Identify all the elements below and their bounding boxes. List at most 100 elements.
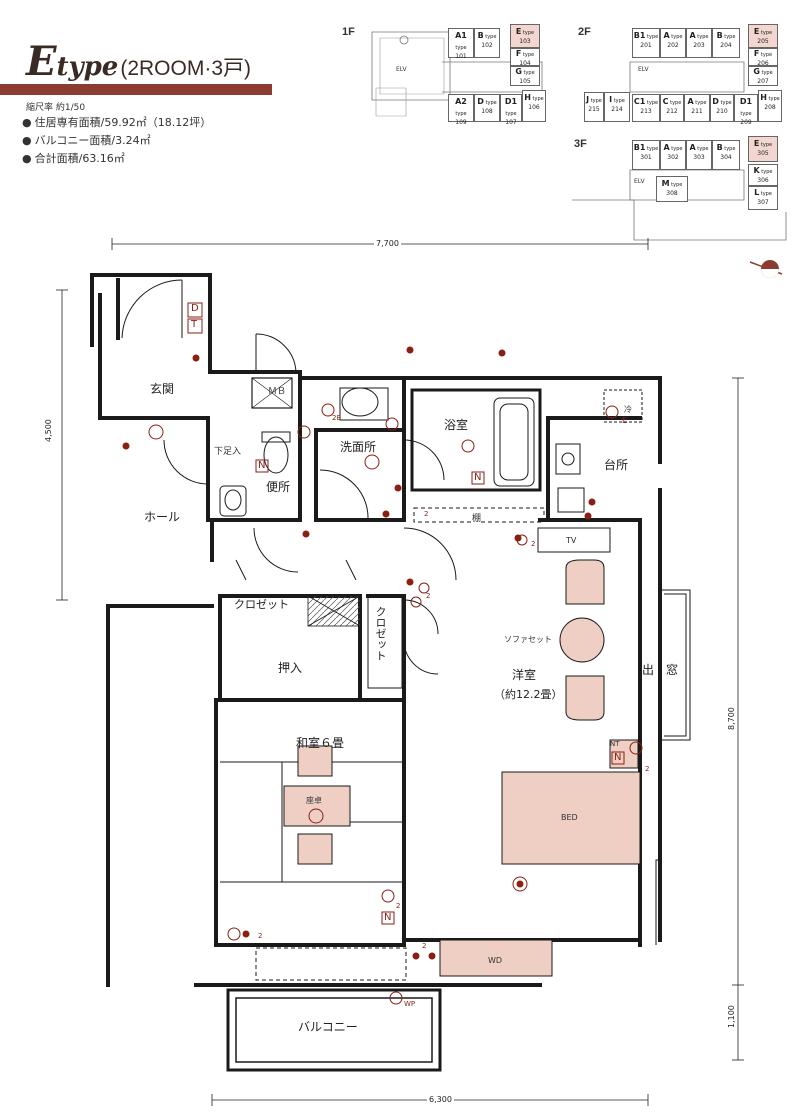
unit-number: 308 xyxy=(666,190,678,197)
unit-type: M type xyxy=(661,179,683,188)
unit-number: 213 xyxy=(640,108,652,115)
unit-number: 106 xyxy=(528,104,540,111)
unit-number: 107 xyxy=(505,119,517,126)
symbol-2: 2 xyxy=(645,765,650,773)
unit-type: G type xyxy=(753,67,773,76)
unit-type-suffix: type xyxy=(645,100,659,106)
unit-type: B type xyxy=(716,31,736,40)
room-oshiire: 押入 xyxy=(278,661,303,675)
scale-note: 縮尺率 約1/50 xyxy=(26,103,86,113)
unit-number: 205 xyxy=(757,38,769,45)
n-box-yoshitsu xyxy=(611,751,625,765)
unit-number: 305 xyxy=(757,150,769,157)
unit-type: C type xyxy=(662,97,682,106)
room-daidokoro: 台所 xyxy=(604,458,629,472)
unit-type-suffix: type xyxy=(612,98,625,104)
north-arrow-icon xyxy=(749,260,783,278)
title-suffix: (2ROOM·3戸) xyxy=(120,57,252,80)
unit-type-suffix: type xyxy=(740,111,752,117)
wd-label: WD xyxy=(488,956,503,965)
unit-type-suffix: type xyxy=(759,70,773,76)
room-genkan: 玄関 xyxy=(150,382,175,396)
unit-type-suffix: type xyxy=(669,182,683,188)
unit-type-suffix: type xyxy=(521,70,535,76)
area-living: ●住居専有面積/59.92㎡（18.12坪） xyxy=(22,114,211,130)
unit-type: A1 type xyxy=(455,31,467,51)
room-benjo: 便所 xyxy=(266,480,291,494)
shelf-outline xyxy=(413,507,545,523)
bay-window xyxy=(655,589,691,945)
unit-number: 105 xyxy=(519,78,531,85)
unit-type-suffix: type xyxy=(722,34,736,40)
symbol-2: 2 xyxy=(422,942,427,950)
furniture xyxy=(283,527,641,977)
tv-label: TV xyxy=(566,536,577,545)
bullet-icon: ● xyxy=(22,152,32,165)
symbol-n-bath: N xyxy=(474,472,482,483)
electrical-markers xyxy=(122,346,596,960)
unit-type-suffix: type xyxy=(718,100,732,106)
key-plan-3f-label: 3F xyxy=(574,138,587,150)
unit-type-suffix: type xyxy=(722,146,736,152)
unit-type-suffix: type xyxy=(530,96,544,102)
unit-type: A type xyxy=(663,31,683,40)
unit-cell-highlighted: E type 205 xyxy=(748,24,778,48)
unit-cell: G type 105 xyxy=(510,66,540,86)
unit-number: 109 xyxy=(455,119,467,126)
unit-cell: H type 208 xyxy=(758,90,782,122)
unit-number: 104 xyxy=(519,60,531,67)
area-text: バルコニー面積/3.24㎡ xyxy=(34,134,151,147)
t-box xyxy=(187,318,203,334)
symbol-d: D xyxy=(191,303,199,314)
unit-number: 303 xyxy=(693,154,705,161)
unit-type: G type xyxy=(515,67,535,76)
unit-type: D type xyxy=(712,97,732,106)
unit-type: A type xyxy=(689,143,709,152)
unit-type: E type xyxy=(753,27,773,36)
key-plan-1f-elv: ELV xyxy=(396,66,407,73)
unit-cell: D type 108 xyxy=(474,94,500,122)
unit-number: 208 xyxy=(764,104,776,111)
area-text: 住居専有面積/59.92㎡（18.12坪） xyxy=(34,116,212,129)
room-yoshitsu: 洋室 xyxy=(512,668,537,682)
unit-type-suffix: type xyxy=(759,52,773,58)
key-plan-3f-outline xyxy=(572,169,787,241)
dimension-right-lower: 1,100 xyxy=(727,1003,736,1030)
unit-type: D type xyxy=(477,97,497,106)
unit-type: B type xyxy=(477,31,497,40)
unit-number: 101 xyxy=(455,53,467,60)
dimension-left: 4,500 xyxy=(44,417,53,444)
unit-type: H type xyxy=(760,93,780,102)
unit-type-suffix: type xyxy=(521,30,535,36)
unit-number: 108 xyxy=(481,108,493,115)
unit-type-suffix: type xyxy=(521,52,535,58)
light-fixtures xyxy=(148,403,643,1005)
unit-type-suffix: type xyxy=(693,100,707,106)
unit-cell: M type 308 xyxy=(656,176,688,202)
dimension-top: 7,700 xyxy=(374,239,401,248)
symbol-n-yoshitsu: N xyxy=(614,752,622,763)
unit-number: 209 xyxy=(740,119,752,126)
unit-type-suffix: type xyxy=(669,146,683,152)
unit-number: 102 xyxy=(481,42,493,49)
unit-type-suffix: type xyxy=(759,191,772,197)
unit-type: A2 type xyxy=(455,97,467,117)
room-balcony: バルコニー xyxy=(298,1020,358,1034)
unit-type: A type xyxy=(687,97,707,106)
unit-type: H type xyxy=(524,93,544,102)
area-total: ●合計面積/63.16㎡ xyxy=(22,150,125,166)
title-block: Etype(2ROOM·3戸) xyxy=(0,24,272,96)
bay-window-label: 出 窓 xyxy=(642,663,679,677)
room-shimo-soku: 下足入 xyxy=(214,447,242,457)
room-hall: ホール xyxy=(144,510,181,524)
d-box xyxy=(187,302,203,318)
